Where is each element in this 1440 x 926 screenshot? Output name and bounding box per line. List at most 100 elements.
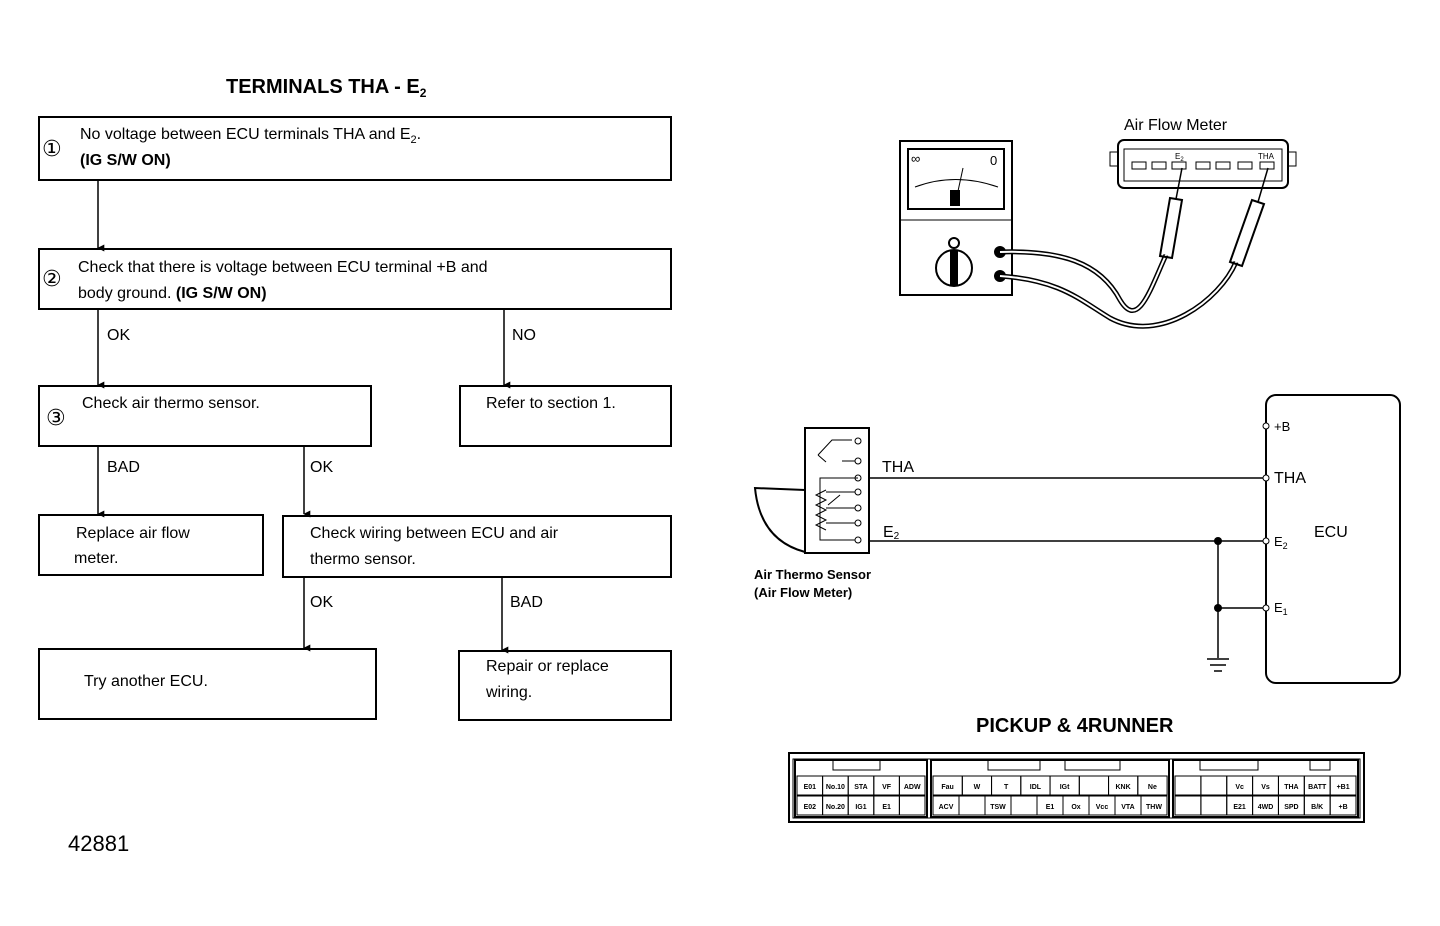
connector-pin-label: Ox <box>1071 804 1080 811</box>
connector-pin-label: T <box>1004 784 1009 791</box>
wire-e2-sub: 2 <box>894 531 900 542</box>
step3-line1: Check air thermo sensor. <box>82 395 260 412</box>
ecu-box: ECU +B THA E2 E1 <box>1262 394 1401 684</box>
replace-box: Replace air flow meter. <box>38 514 264 576</box>
title-subscript: 2 <box>420 86 427 100</box>
connector-pin-label: IGt <box>1060 784 1070 791</box>
connector-pin-label: +B <box>1339 804 1348 811</box>
connector-block-3 <box>1172 759 1359 818</box>
connector-pin-label: 4WD <box>1258 804 1274 811</box>
connector-pin-label: E01 <box>804 784 817 791</box>
label-bad-2: BAD <box>510 594 543 611</box>
selector-knob <box>950 250 958 286</box>
refer-line1: Refer to section 1. <box>486 395 616 412</box>
ecu-pin-b: +B <box>1274 419 1290 434</box>
label-ok-3: OK <box>310 594 333 611</box>
step1-period: . <box>417 126 421 143</box>
ecu-label: ECU <box>1314 524 1348 541</box>
connector-pin-label: No.20 <box>826 804 845 811</box>
connector-pin-label: BATT <box>1308 784 1327 791</box>
step1-line1: No voltage between ECU terminals THA and… <box>80 126 421 146</box>
connector-pin-label: Fau <box>941 784 953 791</box>
connector-pin-label: +B1 <box>1337 784 1350 791</box>
try-ecu-line1: Try another ECU. <box>84 673 208 690</box>
connector-pin-label: Vcc <box>1096 804 1109 811</box>
ecu-pin-tha: THA <box>1274 470 1306 487</box>
label-ok-1: OK <box>107 327 130 344</box>
check-wiring-box: Check wiring between ECU and air thermo … <box>282 515 672 578</box>
connector-pin-cell <box>1200 775 1228 796</box>
connector-pin-cell <box>1078 775 1110 796</box>
afm-pin-tha: THA <box>1258 152 1275 161</box>
step2-line1: Check that there is voltage between ECU … <box>78 259 488 276</box>
connector-block-2 <box>930 759 1170 818</box>
connector-pin-cell <box>1200 795 1228 816</box>
connector-pin-label: IDL <box>1030 784 1042 791</box>
connector-pin-label: E02 <box>804 804 817 811</box>
try-ecu-box: Try another ECU. <box>38 648 377 720</box>
connector-pin-label: E21 <box>1233 804 1246 811</box>
connector-pin-label: ADW <box>904 784 921 791</box>
step2-marker: ② <box>42 266 62 291</box>
step1-line2: (IG S/W ON) <box>80 152 171 169</box>
ecu-pin-e1-sub: 1 <box>1283 607 1288 617</box>
step2-box: ② Check that there is voltage between EC… <box>38 248 672 310</box>
label-ok-2: OK <box>310 459 333 476</box>
probe-1 <box>1158 196 1184 260</box>
connector-pin-label: IG1 <box>855 804 866 811</box>
afm-label: Air Flow Meter <box>1124 117 1228 134</box>
connector-pin-label: B/K <box>1311 804 1323 811</box>
label-no: NO <box>512 327 536 344</box>
connector-pin-label: Vc <box>1235 784 1244 791</box>
step3-box: ③ Check air thermo sensor. <box>38 385 372 447</box>
connector-pin-label: TSW <box>990 804 1006 811</box>
connector-pin-label: KNK <box>1116 784 1131 791</box>
connector-pin-cell <box>1174 775 1202 796</box>
connector-pin-cell <box>1174 795 1202 816</box>
connector-pin-label: VTA <box>1121 804 1134 811</box>
sensor-label-2: (Air Flow Meter) <box>754 585 852 600</box>
repair-line1: Repair or replace <box>486 658 609 675</box>
check-wiring-line2: thermo sensor. <box>310 551 416 568</box>
connector-pin-label: THW <box>1146 804 1162 811</box>
replace-line2: meter. <box>74 550 118 567</box>
repair-box: Repair or replace wiring. <box>458 650 672 721</box>
connector-pin-cell <box>1010 795 1038 816</box>
step2-line2-text: body ground. <box>78 285 171 302</box>
ecu-pin-e1-text: E <box>1274 600 1283 615</box>
connector-pin-label: Vs <box>1261 784 1270 791</box>
ecu-pin-e2: E2 <box>1274 534 1288 551</box>
connector-pin-cell <box>958 795 986 816</box>
afm-pin-e2: E2 <box>1175 152 1184 163</box>
probe-2 <box>1228 198 1266 268</box>
connector-pin-label: STA <box>854 784 867 791</box>
wire-e2-label: E2 <box>883 524 900 542</box>
air-flow-meter-connector: Air Flow Meter E2 THA <box>1109 117 1297 189</box>
circuit-diagram: Air Thermo Sensor (Air Flow Meter) THA E… <box>753 394 1401 684</box>
afm-pin-e2-sub: 2 <box>1180 157 1184 163</box>
connector-pin-label: E1 <box>882 804 891 811</box>
meter-diagram: ∞ 0 Air Flow Meter E2 THA <box>899 117 1297 329</box>
flowchart: TERMINALS THA - E2 ① No voltage between … <box>38 76 672 721</box>
connector-pin-label: Ne <box>1148 784 1157 791</box>
step1-marker: ① <box>42 136 62 161</box>
connector-pin-label: ACV <box>939 804 954 811</box>
step2-line2-bold: (IG S/W ON) <box>176 285 267 302</box>
step3-marker: ③ <box>46 405 66 430</box>
replace-line1: Replace air flow <box>76 525 190 542</box>
scale-zero: 0 <box>990 153 997 168</box>
ecu-pin-e2-text: E <box>1274 534 1283 549</box>
refer-box: Refer to section 1. <box>459 385 672 447</box>
ecu-pin-e2-sub: 2 <box>1283 541 1288 551</box>
connector-pin-cell <box>1329 795 1357 816</box>
probe-leads <box>999 167 1269 329</box>
flowchart-title: TERMINALS THA - E2 <box>226 76 427 100</box>
connector-pin-label: E1 <box>1046 804 1055 811</box>
step1-subscript: 2 <box>411 134 417 146</box>
connector-pin-cell <box>898 775 926 796</box>
connector-pin-cell <box>1140 795 1168 816</box>
connector-pin-cell <box>898 795 926 816</box>
